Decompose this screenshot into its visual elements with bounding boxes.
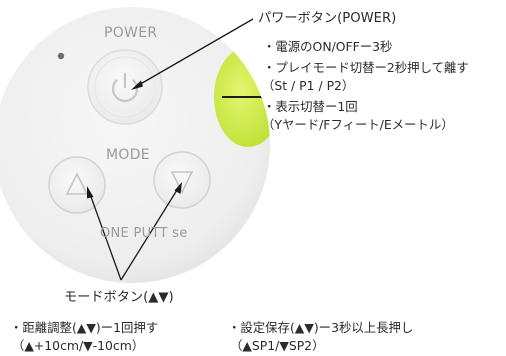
- power-callout-item: （St / P1 / P2）: [262, 78, 355, 93]
- mode-callout-left-line: ・距離調整(▲▼)ー1回押す: [10, 320, 159, 335]
- mode-callout-left-line: （▲+10cm/▼-10cm）: [12, 338, 145, 353]
- indicator-led: [57, 52, 65, 60]
- power-arrow-line: [136, 18, 254, 87]
- mode-label: MODE: [106, 147, 150, 163]
- power-callout-item: ・電源のON/OFFー3秒: [263, 39, 393, 54]
- mode-up-arrow-line: [89, 193, 122, 281]
- mode-callout-title: モードボタン(▲▼): [64, 290, 174, 305]
- down-triangle-icon: [170, 171, 194, 194]
- mode-down-arrow-head: [174, 182, 182, 194]
- power-callout-item: （Yヤード/Fフィート/Eメートル）: [262, 117, 454, 132]
- callout-arrows: [87, 18, 254, 281]
- power-callout-title: パワーボタン(POWER): [258, 11, 397, 26]
- up-triangle-icon: [65, 172, 89, 195]
- mode-down-button[interactable]: [153, 151, 211, 209]
- mode-callout-right-line: ・設定保存(▲▼)ー3秒以上長押し: [228, 320, 414, 335]
- mode-up-button[interactable]: [48, 156, 106, 214]
- power-callout-item: ・プレイモード切替ー2秒押して離す: [263, 60, 469, 75]
- device-body: [0, 7, 270, 283]
- mode-callout-right-line: （▲SP1/▼SP2）: [230, 338, 325, 353]
- power-label: POWER: [104, 25, 158, 41]
- power-callout-item: ・表示切替ー1回: [263, 99, 358, 114]
- brand-label: ONE PUTT se: [100, 226, 188, 241]
- power-button[interactable]: [87, 49, 163, 125]
- power-arrow-head: [131, 80, 143, 90]
- mode-up-arrow-head: [87, 186, 94, 199]
- mode-down-arrow-line: [120, 189, 178, 281]
